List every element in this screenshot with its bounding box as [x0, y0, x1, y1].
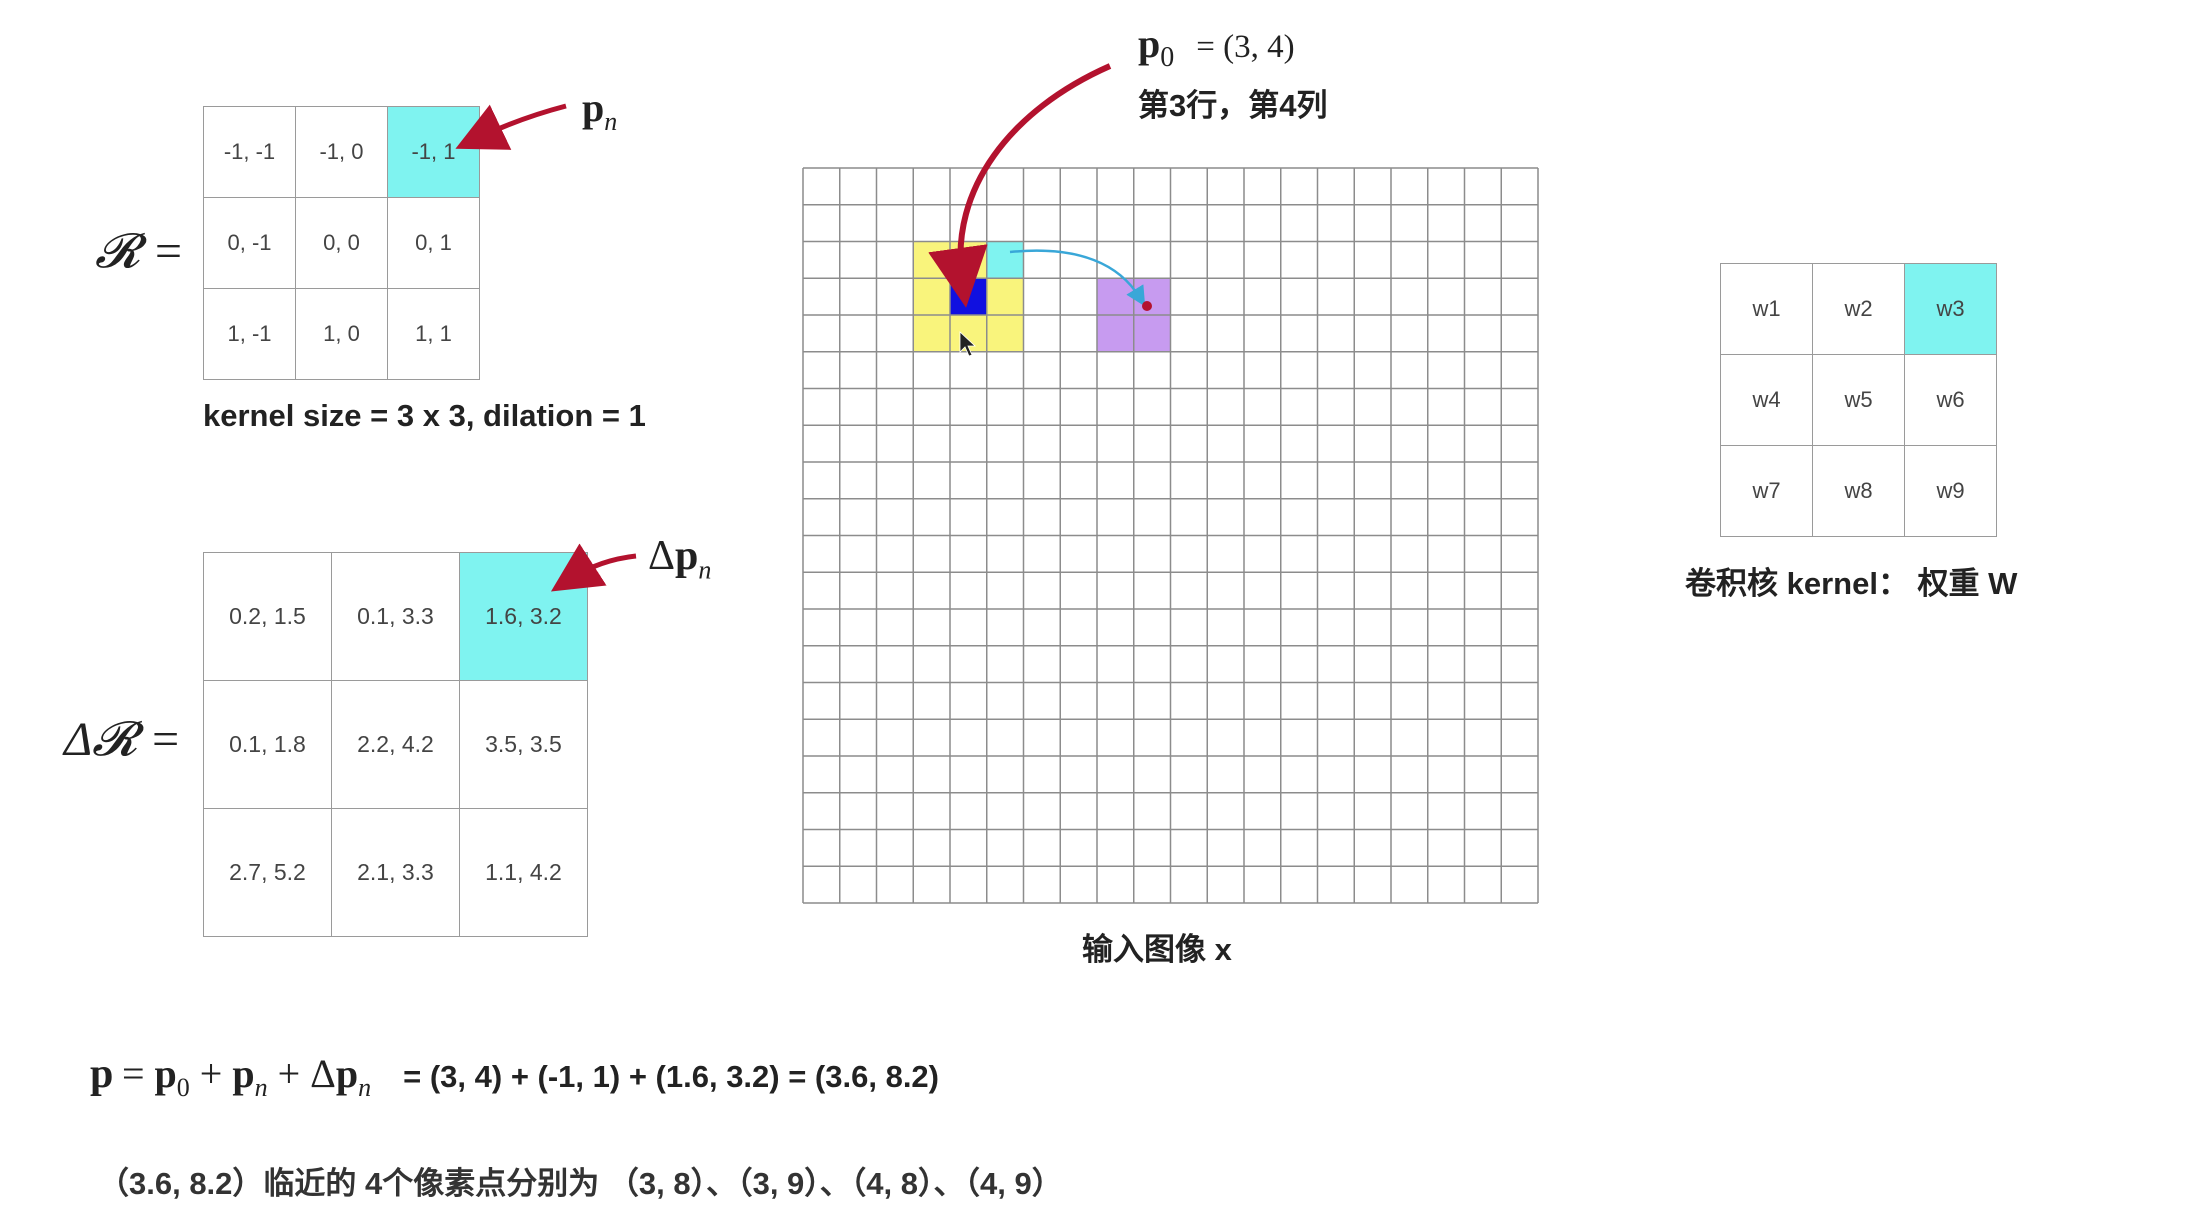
r-matrix-caption: kernel size = 3 x 3, dilation = 1: [203, 398, 646, 433]
formula-rhs: = (3, 4) + (-1, 1) + (1.6, 3.2) = (3.6, …: [403, 1059, 939, 1094]
input-image-grid: [802, 167, 1539, 904]
delta-r-matrix-lhs: Δ𝓡 =: [64, 713, 182, 766]
kernel-w-cell: w6: [1904, 354, 1997, 446]
kernel-w-cell: w1: [1720, 263, 1813, 355]
input-image-highlights: [913, 241, 1171, 352]
kernel-w-caption: 卷积核 kernel： 权重 W: [1685, 566, 2018, 601]
kernel-w-cell: w8: [1812, 445, 1905, 537]
delta-r-matrix-cell: 1.1, 4.2: [459, 808, 588, 937]
sample-point: [1142, 301, 1152, 311]
delta-pn-pointer-arrow: [550, 543, 637, 592]
delta-r-matrix-cell: 2.1, 3.3: [331, 808, 460, 937]
delta-pn-prefix: Δ: [648, 533, 676, 579]
arrows: [455, 63, 1152, 592]
pn-label-base: p: [582, 85, 605, 130]
p0-label-sub: 0: [1160, 42, 1175, 73]
delta-r-matrix-cell: 2.2, 4.2: [331, 680, 460, 809]
kernel-w-cell: w2: [1812, 263, 1905, 355]
delta-r-matrix-cell: 3.5, 3.5: [459, 680, 588, 809]
r-matrix-cell: 0, 1: [387, 197, 480, 289]
delta-r-matrix-cell: 0.1, 3.3: [331, 552, 460, 681]
neighbors-text: （3.6, 8.2）临近的 4个像素点分别为 （3, 8）、（3, 9）、（4,…: [98, 1166, 1063, 1201]
input-image-caption: 输入图像 x: [1082, 932, 1232, 967]
r-matrix-cell: 1, 0: [295, 288, 388, 380]
window-highlight-cell: [986, 241, 1024, 279]
delta-pn-label: Δpn: [648, 532, 711, 585]
delta-r-matrix-cell: 0.2, 1.5: [203, 552, 332, 681]
offset-formula: p = p0 + pn + Δpn = (3, 4) + (-1, 1) + (…: [90, 1050, 939, 1103]
cursor-icon: [959, 331, 977, 357]
delta-pn-base: p: [675, 533, 699, 579]
r-matrix-lhs: 𝓡 =: [95, 225, 185, 278]
delta-pn-sub: n: [698, 555, 712, 585]
p0-label-base: p: [1138, 21, 1161, 66]
kernel-w-cell: w7: [1720, 445, 1813, 537]
delta-r-matrix-cell: 2.7, 5.2: [203, 808, 332, 937]
p0-pointer-arrow: [928, 63, 1112, 308]
formula-lhs-p: p: [90, 1051, 114, 1097]
pn-pointer-arrow: [455, 103, 567, 150]
p0-center-cell: [950, 278, 987, 315]
r-matrix-cell: 0, 0: [295, 197, 388, 289]
pn-label-sub: n: [604, 107, 618, 136]
p0-subtext: 第3行，第4列: [1138, 88, 1328, 123]
r-matrix-cell: -1, -1: [203, 106, 296, 198]
kernel-w-cell: w9: [1904, 445, 1997, 537]
r-matrix-cell: 1, 1: [387, 288, 480, 380]
p0-label: p0 = (3, 4): [1138, 20, 1295, 74]
kernel-w-cell: w3: [1904, 263, 1997, 355]
p0-value: = (3, 4): [1196, 29, 1295, 65]
formula-sum: = p0 + pn + Δpn: [121, 1051, 372, 1102]
delta-r-matrix-cell: 0.1, 1.8: [203, 680, 332, 809]
kernel-w-cell: w4: [1720, 354, 1813, 446]
offset-arrow: [1009, 249, 1146, 307]
kernel-w-cell: w5: [1812, 354, 1905, 446]
pn-label: pn: [582, 84, 617, 137]
